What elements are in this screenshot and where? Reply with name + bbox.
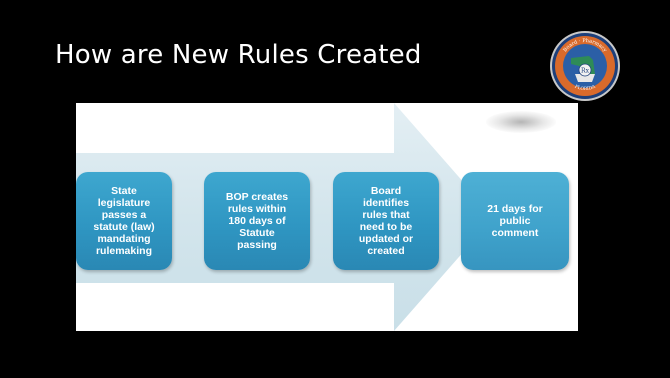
seal-bottom-text: FLORIDA — [574, 83, 597, 92]
step-2-box: BOP creates rules within 180 days of Sta… — [204, 172, 310, 270]
step-2-label: BOP creates rules within 180 days of Sta… — [225, 191, 289, 251]
process-diagram-panel: State legislature passes a statute (law)… — [76, 103, 578, 331]
svg-text:FLORIDA: FLORIDA — [574, 83, 597, 92]
step-3-label: Board identifies rules that need to be u… — [358, 185, 414, 257]
step-4-box: 21 days for public comment — [461, 172, 569, 270]
slide-title: How are New Rules Created — [55, 40, 422, 70]
florida-board-of-pharmacy-seal-icon: Rx Board · Pharmacy FLORIDA — [549, 30, 621, 102]
step-1-label: State legislature passes a statute (law)… — [93, 185, 155, 257]
step-4-label: 21 days for public comment — [487, 203, 543, 239]
seal-rx-glyph: Rx — [581, 68, 590, 75]
step-3-box: Board identifies rules that need to be u… — [333, 172, 439, 270]
step-1-box: State legislature passes a statute (law)… — [76, 172, 172, 270]
decorative-shadow — [486, 111, 556, 133]
